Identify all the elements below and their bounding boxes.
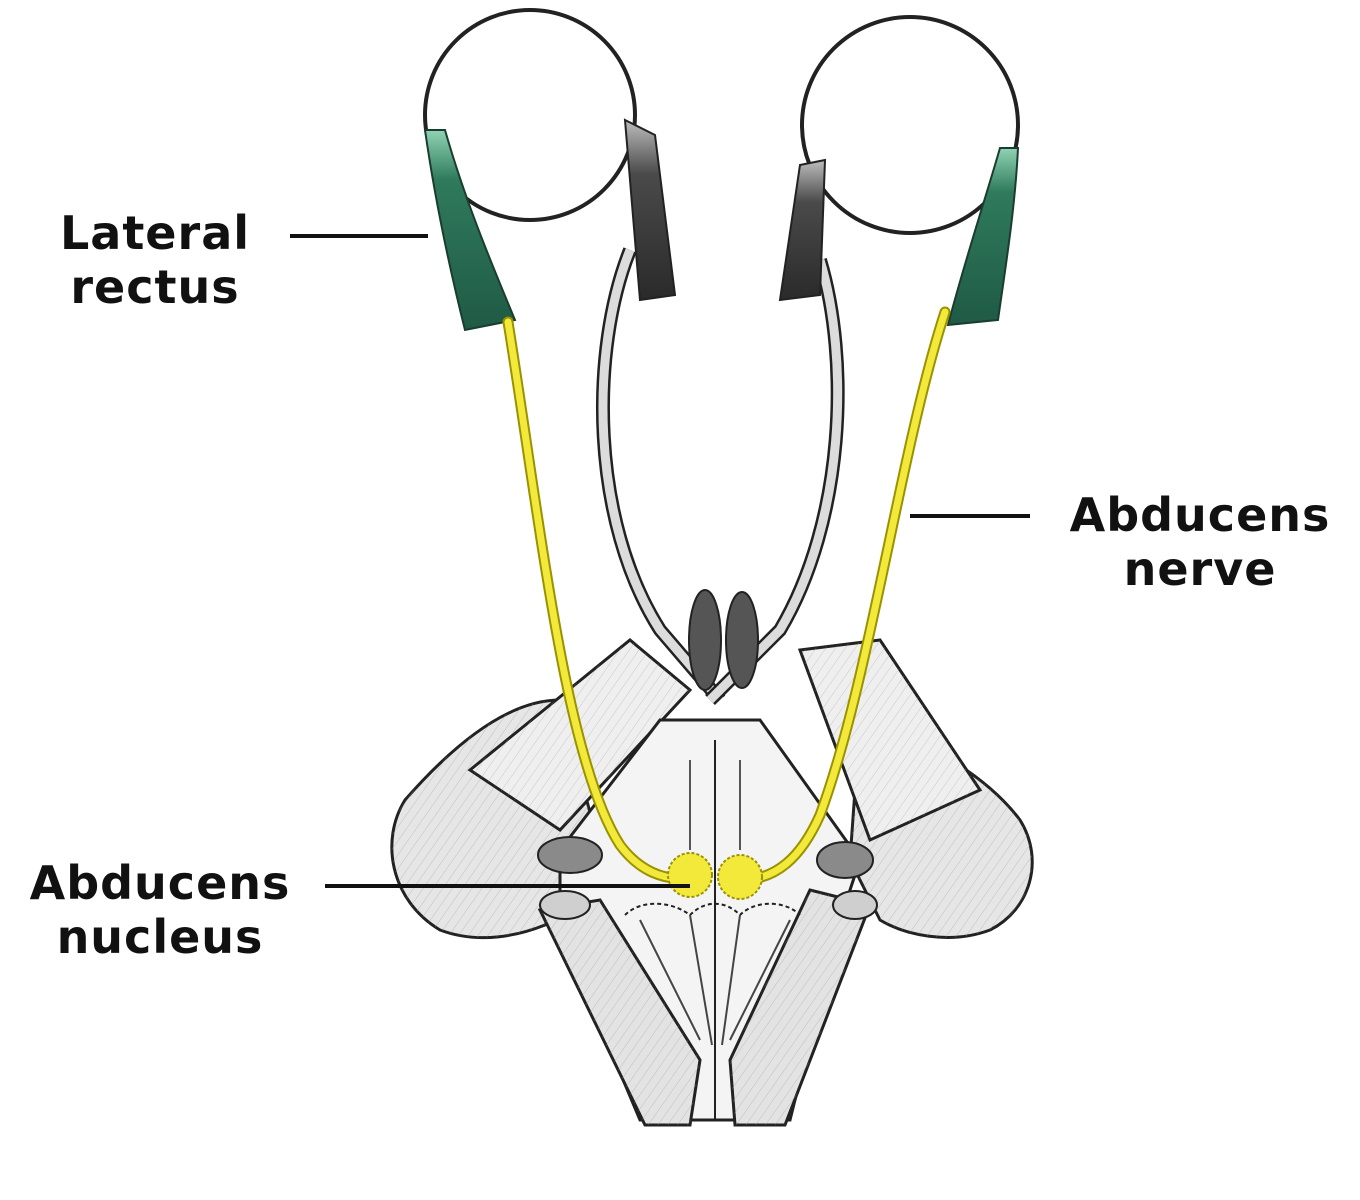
lateral-rectus-label-line2: rectus bbox=[70, 260, 240, 314]
ventricle-lines bbox=[639, 914, 791, 1046]
left-medulla-hatch bbox=[540, 900, 700, 1125]
right-abducens-nerve-fill bbox=[741, 308, 949, 884]
left-eyeball bbox=[423, 8, 637, 222]
left-cut-end bbox=[537, 836, 603, 874]
right-cerebral-band-hatch bbox=[800, 640, 980, 840]
abducens-nerve-label-line2: nerve bbox=[1123, 542, 1277, 596]
right-chiasm-oval bbox=[725, 591, 759, 689]
right-abducens-nucleus bbox=[717, 854, 763, 900]
abducens-nerve-label: Abducens nerve bbox=[1050, 488, 1350, 596]
left-medial-rectus bbox=[623, 118, 677, 302]
medial-tracts bbox=[595, 247, 845, 705]
left-cut-end-2 bbox=[539, 890, 591, 920]
leader-lines bbox=[290, 234, 1030, 888]
lateral-rectus-muscles bbox=[423, 129, 1020, 332]
left-lateral-rectus bbox=[423, 129, 517, 332]
lateral-rectus-label-line1: Lateral bbox=[59, 206, 251, 260]
left-abducens-nerve-fill bbox=[504, 318, 689, 882]
abducens-nerve-label-line1: Abducens bbox=[1069, 488, 1331, 542]
left-medial-tract-inner bbox=[598, 248, 724, 703]
right-medial-tract-inner bbox=[706, 258, 843, 704]
abducens-nucleus-label-line2: nucleus bbox=[56, 910, 264, 964]
lateral-rectus-label: Lateral rectus bbox=[40, 206, 270, 314]
brainstem bbox=[390, 638, 1034, 1127]
abducens-nerves bbox=[502, 306, 951, 886]
right-cut-end bbox=[816, 841, 874, 879]
abducens-nucleus-label: Abducens nucleus bbox=[10, 856, 310, 964]
left-abducens-nucleus bbox=[667, 852, 713, 898]
right-lateral-rectus bbox=[946, 147, 1020, 327]
left-chiasm-oval bbox=[688, 589, 722, 691]
right-cut-end-2 bbox=[832, 890, 878, 920]
right-eyeball bbox=[800, 15, 1020, 235]
right-medulla-hatch bbox=[730, 890, 870, 1125]
medial-rectus-muscles bbox=[623, 118, 827, 302]
eyes bbox=[423, 8, 1020, 235]
right-medial-rectus bbox=[778, 158, 827, 302]
abducens-nucleus-label-line1: Abducens bbox=[29, 856, 291, 910]
